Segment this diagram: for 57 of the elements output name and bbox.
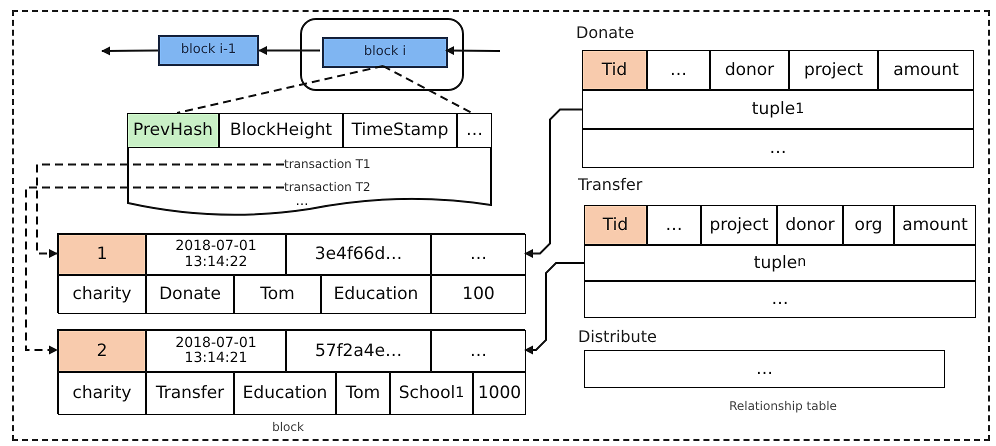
block-box: block i (322, 37, 448, 68)
table-cell: Education (234, 372, 336, 415)
table-cell: Tom (234, 275, 321, 314)
arrow (101, 46, 158, 56)
header-cell: BlockHeight (219, 113, 343, 148)
table-cell: donor (777, 205, 843, 245)
block-structure (127, 113, 492, 217)
block-box: block i-1 (158, 35, 259, 66)
record-table (57, 329, 525, 414)
header-cell: TimeStamp (343, 113, 457, 148)
arrow (258, 46, 320, 55)
caption-text: Relationship table (729, 399, 837, 413)
record-table (57, 233, 525, 313)
transaction-text: transaction T2 (284, 179, 384, 196)
table-cell: Transfer (146, 372, 234, 415)
table-cell: charity (58, 372, 146, 415)
arrow (445, 46, 500, 56)
arrow (524, 108, 582, 258)
table-title: Transfer (578, 176, 642, 194)
table-title: Donate (576, 24, 634, 42)
table-cell: 2018-07-01 13:14:22 (146, 234, 286, 275)
header-cell: … (457, 113, 492, 148)
caption-text: block (272, 420, 304, 434)
table-cell: 2 (58, 330, 146, 372)
table-cell: … (431, 330, 526, 372)
table-cell: org (843, 205, 894, 245)
table-cell: 3e4f66d… (286, 234, 431, 275)
table-cell: Tid (584, 205, 647, 245)
table-cell: charity (58, 275, 146, 314)
table-cell: project (701, 205, 777, 245)
table-cell: Donate (146, 275, 234, 314)
arrow (524, 262, 584, 354)
table-cell: amount (878, 50, 974, 90)
table-cell: amount (894, 205, 976, 245)
dashed-arrow (36, 164, 284, 258)
table-cell: Education (321, 275, 431, 314)
table-cell: 2018-07-01 13:14:21 (146, 330, 286, 372)
table-cell: … (431, 234, 526, 275)
table-cell: 57f2a4e… (286, 330, 431, 372)
table-cell: … (647, 50, 710, 90)
table-cell: project (789, 50, 878, 90)
table-cell: … (584, 281, 976, 318)
table-cell: … (584, 350, 945, 388)
table-cell: … (647, 205, 701, 245)
header-cell: PrevHash (127, 113, 219, 148)
table-cell: donor (710, 50, 789, 90)
highlight-frame (300, 18, 464, 91)
table-title: Distribute (578, 328, 657, 346)
table-cell: … (582, 129, 974, 168)
table-cell: Tom (336, 372, 390, 415)
table-cell: 1000 (473, 372, 526, 415)
dashed-arrow (25, 186, 284, 354)
ellipsis-text: … (294, 195, 310, 210)
table-cell: 1 (58, 234, 146, 275)
table-cell: Tid (582, 50, 647, 90)
table-cell: 100 (431, 275, 526, 314)
transaction-text: transaction T1 (284, 156, 384, 173)
